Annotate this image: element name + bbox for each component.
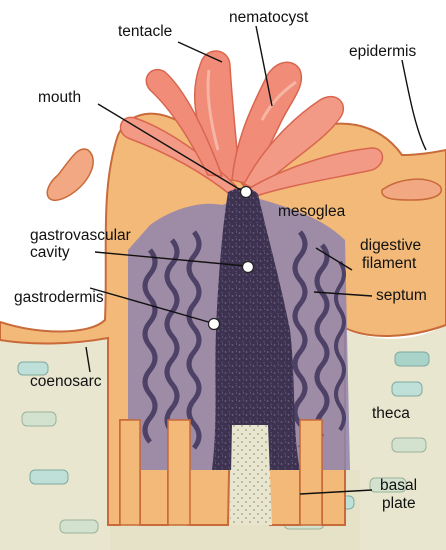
label-digestive-line1: digestive (360, 237, 421, 254)
label-theca: theca (372, 405, 410, 422)
cavity-marker (243, 262, 254, 273)
label-mesoglea: mesoglea (278, 203, 346, 220)
label-basal-line2: plate (382, 495, 416, 512)
label-gastrodermis: gastrodermis (14, 289, 104, 306)
label-septum: septum (376, 287, 427, 304)
leader-epidermis (402, 60, 426, 150)
label-basal-line1: basal (380, 477, 417, 494)
label-gastrovascular-line2: cavity (30, 244, 70, 261)
gastrodermis-marker (209, 319, 220, 330)
mouth-marker (241, 187, 252, 198)
label-mouth: mouth (38, 89, 81, 106)
label-tentacle: tentacle (118, 23, 172, 40)
label-digestive-line2: filament (362, 255, 417, 272)
label-nematocyst: nematocyst (229, 9, 309, 26)
label-coenosarc: coenosarc (30, 373, 102, 390)
label-gastrovascular-line1: gastrovascular (30, 227, 131, 244)
label-epidermis: epidermis (349, 43, 416, 60)
